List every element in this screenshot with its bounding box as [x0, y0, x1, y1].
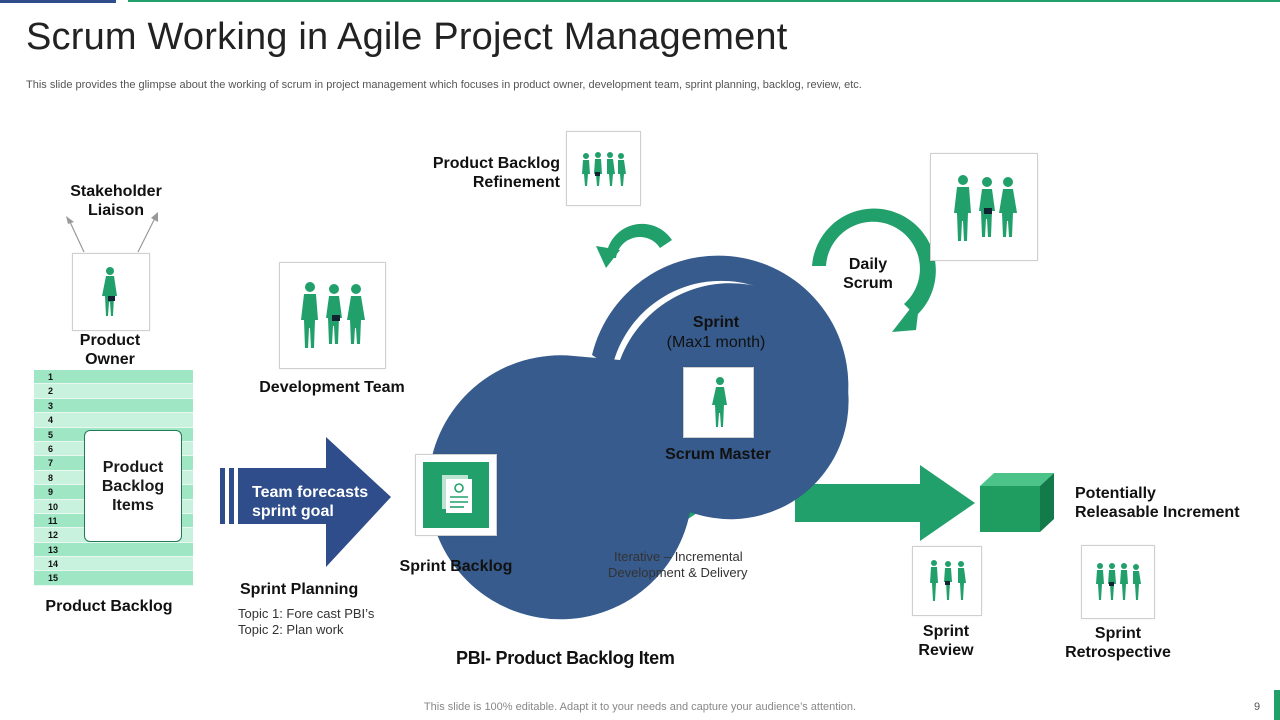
backlog-row: 2 [34, 384, 193, 399]
backlog-row: 15 [34, 571, 193, 586]
development-team-label: Development Team [259, 379, 405, 396]
backlog-row-number: 9 [34, 485, 76, 499]
page-number: 9 [1254, 701, 1261, 713]
topic-2-note: Topic 2: Plan work [238, 622, 344, 637]
backlog-row-cell [76, 557, 193, 571]
sprint-duration-label: (Max1 month) [666, 334, 766, 351]
iterative-note: Iterative – Incremental [614, 549, 743, 564]
scrum-master-card [683, 367, 754, 438]
backlog-row-cell [76, 370, 193, 384]
sprint-label: Sprint [692, 314, 740, 331]
sprint-review-card [912, 546, 982, 616]
backlog-row-number: 8 [34, 470, 76, 485]
backlog-row: 4 [34, 413, 193, 428]
product-backlog-items-box: Product Backlog Items [84, 430, 182, 542]
scrum-master-label: Scrum Master [665, 446, 771, 463]
slide-subtitle: This slide provides the glimpse about th… [26, 79, 862, 91]
backlog-row-cell [76, 398, 193, 413]
daily-scrum-card [930, 153, 1038, 261]
team-icon [301, 282, 365, 348]
dev-team-card [279, 262, 386, 369]
stakeholder-liaison-label: Stakeholder Liaison [70, 183, 162, 219]
sprint-review-label: Sprint Review [918, 623, 974, 659]
person-icon [712, 377, 727, 427]
businesswoman-icon [102, 267, 117, 316]
daily-scrum-cycle-arrow [812, 208, 936, 332]
backlog-row: 13 [34, 542, 193, 558]
backlog-row: 14 [34, 557, 193, 572]
backlog-row-number: 13 [34, 542, 76, 557]
backlog-row-number: 7 [34, 456, 76, 470]
team-icon [954, 175, 1017, 241]
refinement-card [566, 131, 641, 206]
backlog-row-cell [76, 413, 193, 427]
delivery-note: Development & Delivery [608, 565, 748, 580]
refinement-label: Product Backlog Refinement [432, 155, 560, 191]
team-icon [1096, 563, 1141, 600]
backlog-row-number: 4 [34, 413, 76, 427]
topic-1-note: Topic 1: Fore cast PBI’s [238, 606, 375, 621]
team-icon [930, 560, 966, 601]
cube-icon [980, 473, 1054, 532]
backlog-row-number: 14 [34, 557, 76, 571]
backlog-row-number: 1 [34, 370, 76, 384]
sprint-planning-label: Sprint Planning [240, 581, 359, 598]
product-owner-card [72, 253, 150, 331]
backlog-row-number: 6 [34, 441, 76, 456]
top-accent-green [128, 0, 1280, 2]
backlog-row: 1 [34, 370, 193, 385]
product-owner-label: Product Owner [79, 332, 141, 368]
sprint-backlog-card [415, 454, 497, 536]
sprint-retrospective-card [1081, 545, 1155, 619]
bottom-right-accent [1274, 690, 1280, 720]
sprint-backlog-label: Sprint Backlog [399, 558, 513, 575]
sprint-retrospective-label: Sprint Retrospective [1065, 625, 1171, 661]
backlog-row-number: 10 [34, 499, 76, 513]
backlog-row-cell [76, 542, 193, 557]
backlog-row: 3 [34, 398, 193, 414]
backlog-row-number: 2 [34, 384, 76, 398]
backlog-row-number: 12 [34, 528, 76, 542]
product-backlog-label: Product Backlog [45, 598, 173, 615]
backlog-row-number: 5 [34, 427, 76, 441]
backlog-row-cell [76, 571, 193, 585]
team-forecasts-text: Team forecasts sprint goal [252, 484, 369, 520]
releasable-increment-label: Potentially Releasable Increment [1075, 485, 1240, 521]
team-icon [582, 152, 626, 186]
sprint-planning-arrow [220, 437, 391, 567]
daily-scrum-label: Daily Scrum [843, 256, 893, 292]
pbi-legend: PBI- Product Backlog Item [456, 648, 675, 668]
slide-title: Scrum Working in Agile Project Managemen… [26, 16, 788, 58]
stakeholder-arrows [66, 212, 158, 253]
refinement-cycle-arrow [596, 223, 672, 268]
top-accent-blue [0, 0, 116, 3]
backlog-row-number: 11 [34, 513, 76, 528]
slide-footer: This slide is 100% editable. Adapt it to… [423, 701, 857, 713]
backlog-row-number: 15 [34, 571, 76, 585]
backlog-row-number: 3 [34, 398, 76, 413]
backlog-row-cell [76, 384, 193, 398]
documents-icon [423, 462, 489, 528]
